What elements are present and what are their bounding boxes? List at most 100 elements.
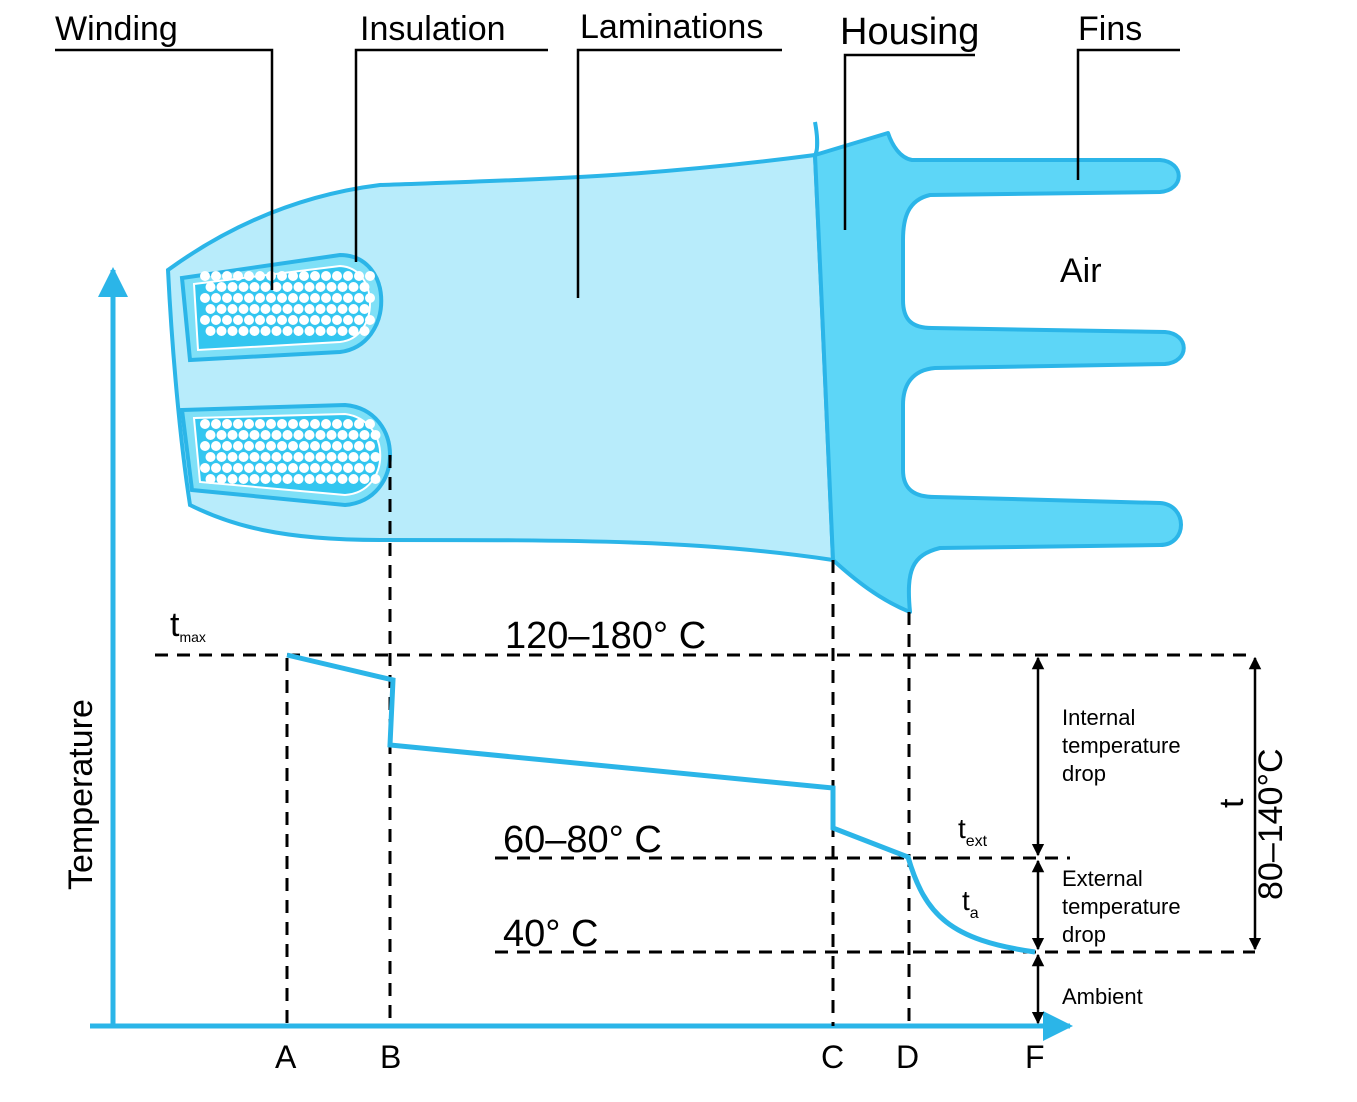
wire-strand (205, 282, 216, 292)
wire-strand (359, 326, 370, 336)
wire-strand (332, 419, 342, 429)
wire-strand (299, 271, 309, 281)
wire-strand (354, 271, 364, 281)
wire-strand (332, 315, 342, 325)
y-axis-label: Temperature (62, 699, 100, 890)
wire-strand (260, 430, 271, 440)
wire-strand (255, 419, 265, 429)
wire-strand (282, 474, 293, 484)
wire-strand (310, 293, 320, 303)
leader-fins (1076, 48, 1180, 180)
temperature-profile-line (286, 652, 1036, 955)
x-point-f: F (1025, 1039, 1045, 1075)
wire-strand (315, 474, 326, 484)
wire-strand (205, 474, 216, 484)
wire-strand (233, 293, 243, 303)
wire-strand (332, 463, 342, 473)
wire-strand (211, 441, 221, 451)
wire-strand (326, 474, 337, 484)
ambient-label: Ambient (1062, 984, 1143, 1009)
wire-strand (343, 463, 353, 473)
wire-strand (266, 419, 276, 429)
wire-strand (321, 293, 331, 303)
wire-strand (310, 419, 320, 429)
wire-strand (244, 463, 254, 473)
wire-strand (299, 419, 309, 429)
wire-strand (321, 419, 331, 429)
wire-strand (343, 441, 353, 451)
label-housing: Housing (840, 11, 979, 53)
winding-wires-upper (200, 271, 375, 336)
wire-strand (288, 463, 298, 473)
range-mid-label: 60–80° C (503, 819, 662, 861)
wire-strand (348, 430, 359, 440)
wire-strand (299, 441, 309, 451)
wire-strand (244, 271, 254, 281)
wire-strand (271, 474, 282, 484)
wire-strand (255, 463, 265, 473)
wire-strand (238, 474, 249, 484)
wire-strand (337, 282, 348, 292)
wire-strand (288, 315, 298, 325)
wire-strand (359, 474, 370, 484)
label-insulation: Insulation (360, 10, 506, 48)
wire-strand (216, 430, 227, 440)
wire-strand (332, 293, 342, 303)
wire-strand (244, 315, 254, 325)
wire-strand (337, 430, 348, 440)
wire-strand (348, 452, 359, 462)
wire-strand (277, 419, 287, 429)
wire-strand (370, 474, 381, 484)
wire-strand (260, 304, 271, 314)
wire-strand (238, 304, 249, 314)
wire-strand (304, 326, 315, 336)
wire-strand (293, 474, 304, 484)
wire-strand (321, 463, 331, 473)
wire-strand (238, 326, 249, 336)
wire-strand (299, 463, 309, 473)
wire-strand (277, 441, 287, 451)
wire-strand (233, 441, 243, 451)
wire-strand (359, 304, 370, 314)
wire-strand (365, 419, 375, 429)
wire-strand (255, 271, 265, 281)
x-point-a: A (275, 1039, 297, 1075)
wire-strand (216, 282, 227, 292)
label-air: Air (1060, 252, 1102, 290)
wire-strand (255, 315, 265, 325)
label-laminations: Laminations (580, 8, 763, 46)
wire-strand (326, 282, 337, 292)
wire-strand (326, 452, 337, 462)
wire-strand (200, 419, 210, 429)
wire-strand (293, 282, 304, 292)
wire-strand (271, 430, 282, 440)
wire-strand (249, 452, 260, 462)
wire-strand (365, 293, 375, 303)
wire-strand (211, 315, 221, 325)
text-label: text (958, 813, 988, 850)
wire-strand (370, 452, 381, 462)
wire-strand (282, 282, 293, 292)
wire-strand (293, 430, 304, 440)
t-total-label: t (1213, 798, 1251, 808)
internal-drop-label: Internal temperature drop (1062, 705, 1187, 786)
wire-strand (304, 304, 315, 314)
wire-strand (227, 430, 238, 440)
wire-strand (321, 441, 331, 451)
wire-strand (326, 430, 337, 440)
wire-strand (211, 463, 221, 473)
wire-strand (216, 326, 227, 336)
wire-strand (310, 463, 320, 473)
wire-strand (310, 441, 320, 451)
wire-strand (244, 293, 254, 303)
label-winding: Winding (55, 10, 178, 48)
wire-strand (282, 452, 293, 462)
wire-strand (348, 282, 359, 292)
wire-strand (249, 474, 260, 484)
wire-strand (315, 304, 326, 314)
wire-strand (216, 304, 227, 314)
wire-strand (211, 419, 221, 429)
leader-winding (55, 48, 274, 290)
wire-strand (233, 419, 243, 429)
wire-strand (293, 304, 304, 314)
